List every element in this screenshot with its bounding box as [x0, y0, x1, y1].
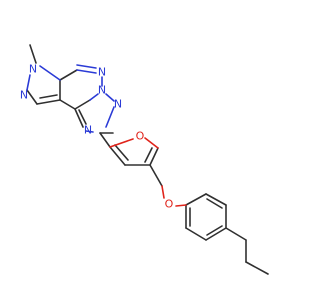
furan-o-bond-1	[109, 138, 134, 148]
furan-bond-3b	[144, 147, 153, 163]
ether-o-bond-2	[175, 204, 187, 207]
heteroatom-bonds	[26, 64, 187, 207]
n-n-bond	[26, 74, 31, 91]
pyrimidine-n-bond-1	[76, 69, 97, 74]
ch2-bond-1	[149, 164, 163, 187]
phenyl-bond-2	[205, 193, 227, 206]
ether-o-bond-1	[161, 185, 165, 199]
molecule-canvas: N N N N N N O O	[20, 44, 269, 275]
pyrimidine-n-bond-1b	[76, 64, 97, 69]
pyrazole-c3	[26, 89, 38, 105]
atom-n3: N	[98, 66, 106, 79]
furan-bond-1	[109, 146, 126, 166]
atom-n4: N	[98, 84, 106, 97]
molecule-structure: N N N N N N O O	[20, 44, 269, 275]
phenyl-bond-5	[185, 227, 207, 241]
furan-o-bond-2	[144, 137, 159, 149]
triazole-furan-link	[99, 132, 111, 148]
propyl-bond-1	[225, 227, 247, 241]
pyrimidine-n-bond-3	[89, 93, 99, 101]
furan-bond-3	[149, 147, 159, 166]
propyl-bond-3	[245, 261, 269, 275]
carbon-bonds	[26, 44, 269, 275]
atom-o1: O	[136, 130, 145, 143]
pyrimidine-bond-1	[59, 69, 78, 81]
atom-o2: O	[165, 198, 174, 211]
atom-n6: N	[84, 124, 92, 137]
pyrimidine-bond-3	[74, 99, 91, 110]
atom-n5: N	[114, 98, 122, 111]
furan-bond-1b	[114, 144, 129, 161]
pyrimidine-bond-2	[59, 99, 76, 110]
triazole-n-bond-3	[85, 130, 94, 133]
atom-n1: N	[29, 63, 37, 76]
pyrimidine-bond-4	[74, 108, 84, 128]
phenyl-bond-2b	[206, 198, 223, 209]
pyrazole-bond-c-c2	[36, 99, 61, 105]
n-c-bond	[39, 65, 61, 81]
phenyl-bond-4b	[206, 225, 223, 236]
triazole-n-bond-1	[105, 93, 115, 102]
pyrimidine-bond-4b	[78, 109, 87, 125]
phenyl-bond-4	[205, 227, 227, 241]
methyl-bond	[29, 44, 37, 64]
phenyl-bond-1	[185, 193, 207, 206]
atom-n2: N	[20, 89, 28, 102]
atom-labels: N N N N N N O O	[20, 63, 174, 211]
triazole-n-bond-2	[105, 106, 115, 128]
pyrazole-bond-c-c2-double	[39, 94, 58, 99]
